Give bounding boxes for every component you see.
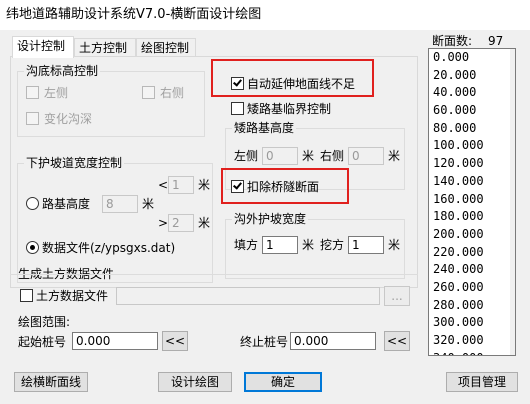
group-title: 沟底标高控制 [24, 64, 101, 78]
less-than-symbol: < [158, 178, 169, 192]
end-pick-button[interactable]: << [384, 331, 410, 351]
annotation-highlight-box [221, 168, 349, 204]
data-file-radio[interactable] [26, 241, 39, 254]
earthwork-file-path-input[interactable] [116, 287, 380, 305]
section-list-item[interactable]: 300.000 [433, 315, 484, 330]
section-list-item[interactable]: 240.000 [433, 262, 484, 277]
section-list-item[interactable]: 180.000 [433, 209, 484, 224]
group-title: 沟外护坡宽度 [232, 212, 309, 226]
list-scrollbar[interactable] [510, 49, 515, 355]
annotation-highlight-box [211, 59, 374, 97]
shoulder-right-input[interactable]: 0 [348, 147, 384, 165]
tab-drawing-control[interactable]: 绘图控制 [136, 38, 196, 58]
section-list-item[interactable]: 80.000 [433, 120, 477, 135]
right-side-checkbox[interactable] [142, 86, 155, 99]
tab-label: 绘图控制 [141, 41, 190, 55]
section-list-item[interactable]: 160.000 [433, 191, 484, 206]
deduct-bridge-tunnel-checkbox[interactable] [231, 180, 244, 193]
section-count-label: 断面数: [432, 34, 473, 48]
tab-earthwork-control[interactable]: 土方控制 [74, 38, 136, 58]
greater-than-input[interactable]: 2 [168, 214, 194, 232]
start-station-label: 起始桩号 [18, 335, 67, 349]
subgrade-height-radio[interactable] [26, 197, 39, 210]
left-side-label: 左侧 [44, 86, 69, 100]
start-pick-button[interactable]: << [162, 331, 188, 351]
right-side-label: 右侧 [160, 86, 185, 100]
window-titlebar: 纬地道路辅助设计系统V7.0-横断面设计绘图 [0, 0, 530, 30]
draw-section-line-button[interactable]: 绘横断面线 [14, 372, 88, 392]
shoulder-critical-checkbox[interactable] [231, 102, 244, 115]
tab-design-control[interactable]: 设计控制 [12, 36, 74, 58]
fill-width-input[interactable]: 1 [262, 236, 298, 254]
tab-label: 设计控制 [17, 39, 66, 53]
subgrade-height-label: 路基高度 [42, 197, 91, 211]
earthwork-file-checkbox[interactable] [20, 289, 33, 302]
unit-label: 米 [198, 216, 211, 230]
start-station-input[interactable]: 0.000 [72, 332, 158, 350]
drawing-range-title: 绘图范围: [18, 315, 71, 329]
left-side-checkbox[interactable] [26, 86, 39, 99]
design-draw-button[interactable]: 设计绘图 [158, 372, 232, 392]
unit-label: 米 [388, 238, 401, 252]
dialog-body: 设计控制 土方控制 绘图控制 沟底标高控制 左侧 右侧 变化沟深 自动延伸地面线… [0, 30, 530, 404]
section-list-items: 0.000 20.000 40.000 60.000 80.000 100.000 120.… [429, 49, 515, 355]
fill-label: 填方 [234, 238, 259, 252]
unit-label: 米 [302, 149, 315, 163]
end-station-input[interactable]: 0.000 [290, 332, 376, 350]
section-list-item[interactable]: 60.000 [433, 103, 477, 118]
shoulder-critical-label: 矮路基临界控制 [247, 102, 332, 116]
greater-than-symbol: > [158, 216, 169, 230]
section-list-item[interactable]: 20.000 [433, 67, 477, 82]
auto-extend-checkbox[interactable] [231, 77, 244, 90]
section-list-item[interactable]: 40.000 [433, 85, 477, 100]
section-list-item[interactable]: 320.000 [433, 333, 484, 347]
data-file-label: 数据文件(z/ypsgxs.dat) [42, 241, 176, 255]
shoulder-left-input[interactable]: 0 [262, 147, 298, 165]
section-list-item[interactable]: 340.000 [429, 350, 515, 355]
earthwork-file-label: 土方数据文件 [36, 289, 109, 303]
project-management-button[interactable]: 项目管理 [446, 372, 518, 392]
cut-label: 挖方 [320, 238, 345, 252]
group-outer-slope-width: 沟外护坡宽度 填方 1 米 挖方 1 米 [225, 212, 405, 279]
shoulder-left-label: 左侧 [234, 149, 259, 163]
unit-label: 米 [302, 238, 315, 252]
section-list-item[interactable]: 0.000 [433, 50, 470, 64]
browse-button[interactable]: ... [384, 286, 410, 306]
section-count-value: 97 [488, 34, 504, 48]
auto-extend-label: 自动延伸地面线不足 [247, 77, 356, 91]
unit-label: 米 [198, 178, 211, 192]
unit-label: 米 [388, 149, 401, 163]
shoulder-right-label: 右侧 [320, 149, 345, 163]
end-station-label: 终止桩号 [240, 335, 289, 349]
vary-depth-checkbox[interactable] [26, 112, 39, 125]
section-list-item[interactable]: 120.000 [433, 156, 484, 171]
group-shoulder-height: 矮路基高度 左侧 0 米 右侧 0 米 [225, 121, 405, 190]
section-list-item[interactable]: 260.000 [433, 279, 484, 294]
vary-depth-label: 变化沟深 [44, 112, 93, 126]
section-list-item[interactable]: 140.000 [433, 173, 484, 188]
section-list-item[interactable]: 200.000 [433, 226, 484, 241]
group-title: 下护坡道宽度控制 [24, 156, 125, 170]
group-lower-slope-width: 下护坡道宽度控制 路基高度 8 米 < 1 米 > 2 米 数据文件(z/yps… [17, 156, 213, 283]
subgrade-height-input[interactable]: 8 [102, 195, 138, 213]
ok-button[interactable]: 确定 [244, 372, 322, 392]
tab-label: 土方控制 [79, 41, 128, 55]
radio-dot [30, 245, 35, 250]
section-list-item[interactable]: 220.000 [433, 244, 484, 259]
separator [10, 274, 418, 275]
section-list[interactable]: 0.000 20.000 40.000 60.000 80.000 100.000 120.… [428, 48, 516, 356]
group-ditch-bottom: 沟底标高控制 左侧 右侧 变化沟深 [17, 64, 205, 137]
unit-label: 米 [142, 197, 155, 211]
group-title: 矮路基高度 [232, 121, 297, 135]
less-than-input[interactable]: 1 [168, 176, 194, 194]
section-list-item[interactable]: 280.000 [433, 297, 484, 312]
section-list-item[interactable]: 100.000 [433, 138, 484, 153]
window-title: 纬地道路辅助设计系统V7.0-横断面设计绘图 [6, 7, 262, 22]
cut-width-input[interactable]: 1 [348, 236, 384, 254]
tab-panel-design: 沟底标高控制 左侧 右侧 变化沟深 自动延伸地面线不足 矮路基临界控制 矮路基高… [10, 56, 418, 288]
deduct-bridge-tunnel-label: 扣除桥隧断面 [247, 180, 320, 194]
